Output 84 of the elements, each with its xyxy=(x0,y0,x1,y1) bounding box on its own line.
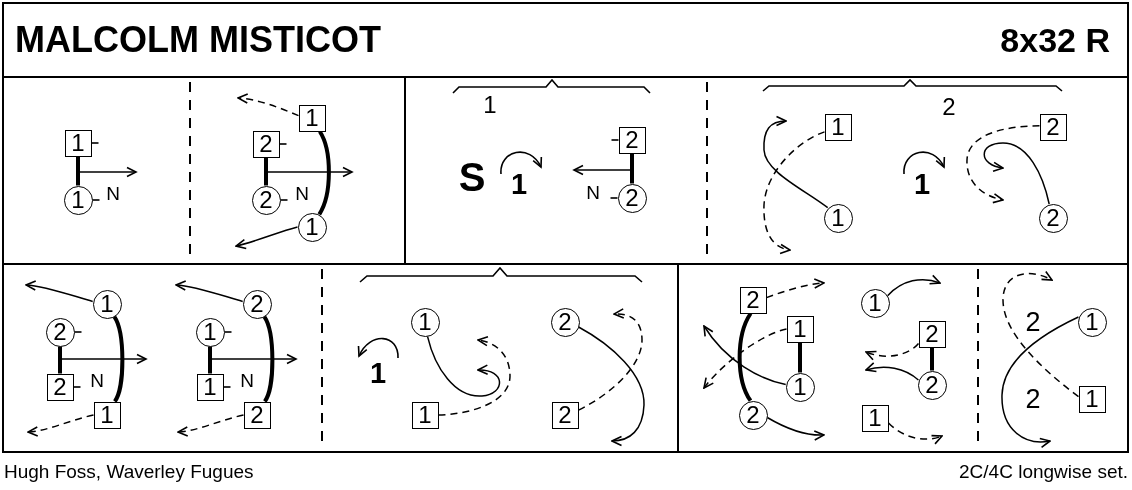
arrow-label: N xyxy=(90,370,104,390)
arrow-label: N xyxy=(106,183,120,203)
numbered-circle: 1 xyxy=(410,307,440,337)
dashed-arrow xyxy=(237,93,300,117)
position-label: 2 xyxy=(1025,308,1041,336)
numbered-square: 1 xyxy=(64,129,92,157)
dashed-arrow xyxy=(177,414,245,437)
joining-line xyxy=(112,315,125,403)
arrow xyxy=(865,362,920,381)
joining-line xyxy=(930,347,934,371)
numbered-square: 1 xyxy=(1078,385,1106,413)
numbered-circle: 2 xyxy=(738,400,768,430)
joining-line xyxy=(317,130,331,216)
dashed-arrow xyxy=(763,131,826,254)
numbered-circle: 1 xyxy=(1077,307,1107,337)
arrow xyxy=(983,142,1050,205)
arrow xyxy=(763,116,829,209)
numbered-circle: 2 xyxy=(45,317,75,347)
turn-count: 1 xyxy=(913,169,931,199)
numbered-circle: 1 xyxy=(63,185,93,215)
title: MALCOLM MISTICOT xyxy=(15,22,381,58)
numbered-circle: 2 xyxy=(917,370,947,400)
numbered-square: 1 xyxy=(93,401,121,429)
numbered-square: 2 xyxy=(46,373,74,401)
numbered-circle: 1 xyxy=(823,203,853,233)
arrow xyxy=(175,280,244,303)
joining-line xyxy=(630,153,634,184)
arrow-label: N xyxy=(586,182,600,202)
dashed-arrow xyxy=(887,422,943,445)
dashed-arrow xyxy=(765,278,825,299)
numbered-square: 2 xyxy=(551,401,579,429)
numbered-circle: 1 xyxy=(860,288,890,318)
author-credit: Hugh Foss, Waverley Fugues xyxy=(4,461,254,481)
turn-count: 1 xyxy=(510,169,528,199)
arrow-label: N xyxy=(240,370,254,390)
position-label: 2 xyxy=(1025,385,1041,413)
joining-line xyxy=(208,346,212,374)
joining-line xyxy=(76,156,80,186)
numbered-square: 1 xyxy=(786,315,814,343)
numbered-square: 1 xyxy=(411,401,439,429)
dance-format: 8x32 R xyxy=(1000,23,1110,57)
numbered-circle: 1 xyxy=(195,317,225,347)
numbered-circle: 2 xyxy=(617,183,647,213)
numbered-circle: 2 xyxy=(242,289,272,319)
numbered-circle: 2 xyxy=(1038,203,1068,233)
numbered-circle: 1 xyxy=(785,372,815,402)
dashed-arrow xyxy=(577,308,643,411)
joining-line xyxy=(798,342,802,373)
set-note: 2C/4C longwise set. xyxy=(959,461,1128,481)
joining-line xyxy=(737,312,753,402)
arrow xyxy=(886,274,941,297)
arrow xyxy=(577,326,645,446)
figure-letter: S xyxy=(458,157,486,197)
dashed-arrow xyxy=(437,336,511,416)
joining-line xyxy=(262,315,275,403)
numbered-circle: 2 xyxy=(251,185,281,215)
dashed-arrow xyxy=(27,414,95,437)
brace-label: 2 xyxy=(942,95,956,119)
joining-line xyxy=(58,346,62,374)
numbered-square: 2 xyxy=(739,286,767,314)
arrow xyxy=(25,280,94,303)
arrow xyxy=(766,416,825,441)
dashed-arrow xyxy=(966,125,1041,203)
numbered-square: 1 xyxy=(196,373,224,401)
arrow xyxy=(426,335,501,397)
joining-line xyxy=(264,157,268,186)
numbered-square: 1 xyxy=(861,404,889,432)
numbered-square: 2 xyxy=(1039,113,1067,141)
numbered-square: 2 xyxy=(618,126,646,154)
arrow xyxy=(235,226,299,250)
numbered-square: 2 xyxy=(918,320,946,348)
numbered-square: 2 xyxy=(243,401,271,429)
brace-label: 1 xyxy=(483,93,497,117)
dashed-arrow xyxy=(865,342,920,361)
arrow xyxy=(1001,316,1080,448)
numbered-square: 1 xyxy=(824,113,852,141)
numbered-square: 1 xyxy=(298,104,326,132)
turn-count: 1 xyxy=(369,358,387,388)
numbered-square: 2 xyxy=(252,130,280,158)
numbered-circle: 1 xyxy=(92,289,122,319)
arrow-label: N xyxy=(295,183,309,203)
dashed-arrow xyxy=(1002,271,1080,398)
numbered-circle: 2 xyxy=(550,307,580,337)
numbered-circle: 1 xyxy=(297,212,327,242)
